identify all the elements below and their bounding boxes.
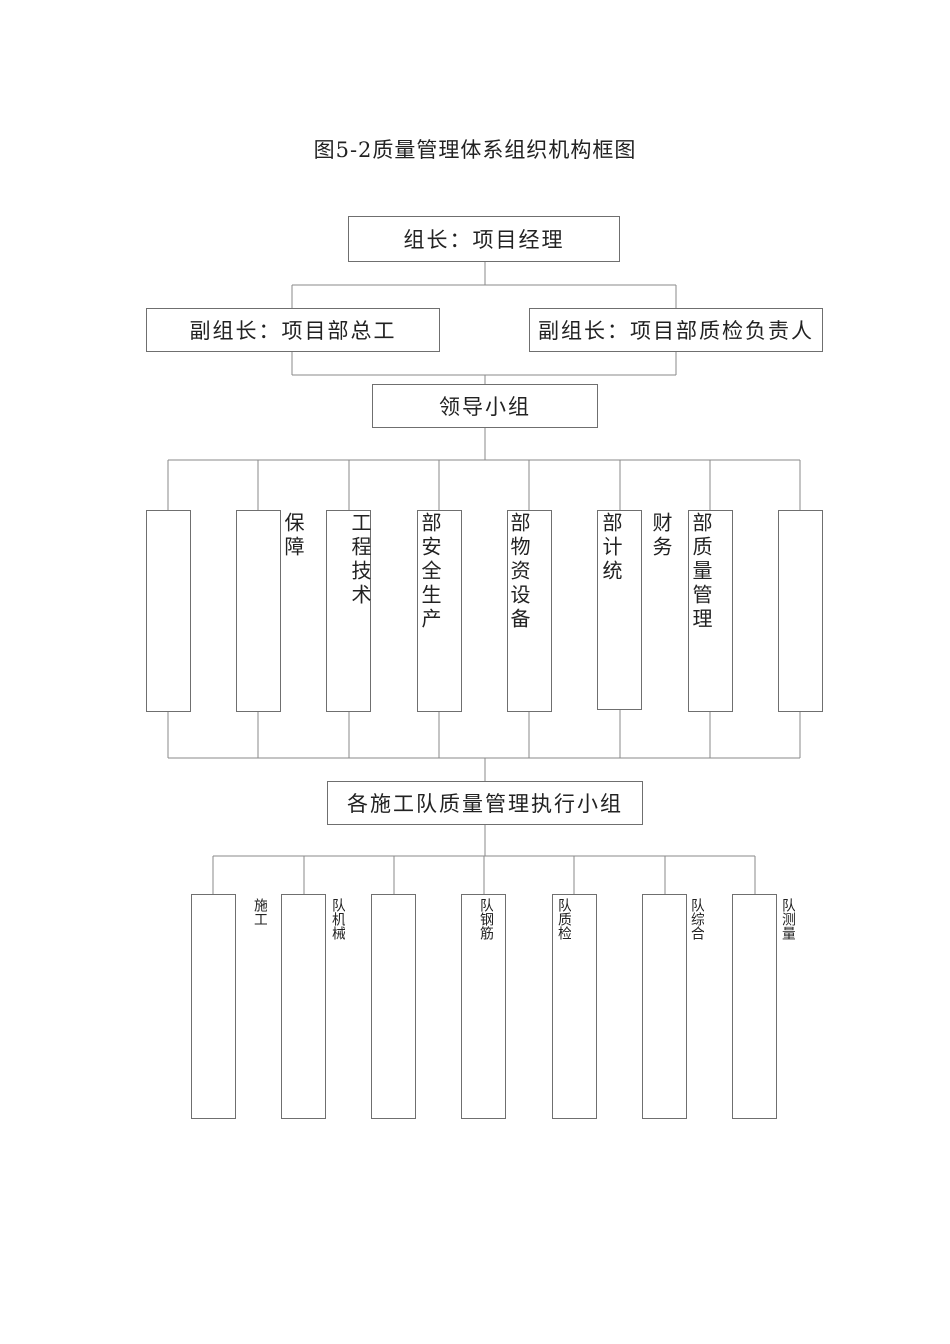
department-box xyxy=(417,510,462,712)
deputy-left-box: 副组长：项目部总工 xyxy=(146,308,440,352)
department-label: 部安全生产 xyxy=(419,512,441,632)
exec-group-box: 各施工队质量管理执行小组 xyxy=(327,781,643,825)
team-box xyxy=(642,894,687,1119)
department-label: 部物资设备 xyxy=(508,512,530,632)
department-box xyxy=(236,510,281,712)
team-box xyxy=(732,894,777,1119)
department-label: 财务 xyxy=(650,512,672,560)
team-label: 队机械 xyxy=(330,898,345,940)
leader-box: 组长：项目经理 xyxy=(348,216,620,262)
department-box xyxy=(688,510,733,712)
team-label: 队测量 xyxy=(780,898,795,940)
leading-group-box: 领导小组 xyxy=(372,384,598,428)
department-label: 保障 xyxy=(282,512,304,560)
department-box xyxy=(146,510,191,712)
department-box xyxy=(597,510,642,710)
team-label: 施工 xyxy=(252,898,267,926)
deputy-left-label: 副组长：项目部总工 xyxy=(189,319,397,343)
department-box xyxy=(326,510,371,712)
leader-label: 组长：项目经理 xyxy=(403,228,565,252)
team-label: 队质检 xyxy=(556,898,571,940)
team-label: 队钢筋 xyxy=(478,898,493,940)
department-label: 部质量管理 xyxy=(690,512,712,632)
department-box xyxy=(507,510,552,712)
exec-group-label: 各施工队质量管理执行小组 xyxy=(347,792,623,816)
department-label: 部计统 xyxy=(600,512,622,584)
team-box xyxy=(281,894,326,1119)
team-box xyxy=(461,894,506,1119)
team-box xyxy=(371,894,416,1119)
team-label: 队综合 xyxy=(689,898,704,940)
department-box xyxy=(778,510,823,712)
team-box xyxy=(191,894,236,1119)
deputy-right-box: 副组长：项目部质检负责人 xyxy=(529,308,823,352)
diagram-title: 图5-2质量管理体系组织机构框图 xyxy=(313,138,637,162)
deputy-right-label: 副组长：项目部质检负责人 xyxy=(538,319,814,343)
department-label: 工程技术 xyxy=(349,512,371,608)
leading-group-label: 领导小组 xyxy=(439,395,531,419)
team-box xyxy=(552,894,597,1119)
